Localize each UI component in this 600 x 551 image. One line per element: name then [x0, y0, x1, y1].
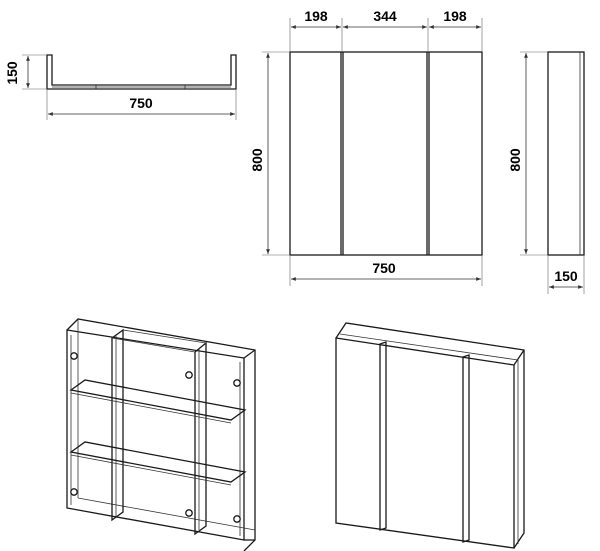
- hinge-icon: [70, 352, 78, 360]
- top-back-line: [122, 329, 207, 344]
- closed-isometric-view: [335, 322, 525, 549]
- top-depth-label: 150: [4, 61, 20, 85]
- hinge-icon: [233, 379, 241, 387]
- closed-top-edge: [513, 349, 525, 366]
- door-right-label: 198: [443, 8, 467, 24]
- hinge-icon: [185, 371, 193, 379]
- front-width-label: 750: [372, 260, 396, 276]
- top-view-outline: [46, 54, 237, 90]
- partition-left: [111, 328, 124, 522]
- front-height-label: 800: [249, 148, 265, 172]
- side-height-label: 800: [507, 148, 523, 172]
- shelf-lower-edge: [70, 454, 232, 486]
- closed-door-split-left: [379, 341, 387, 531]
- top-width-label: 750: [129, 95, 153, 111]
- shelf-lower: [69, 441, 247, 483]
- hinge-icon: [233, 515, 241, 523]
- closed-door-split-right: [462, 354, 470, 543]
- door-left-label: 198: [304, 8, 328, 24]
- shelf-upper-edge: [70, 392, 232, 424]
- side-view-outline: [547, 51, 585, 256]
- shelf-upper: [69, 379, 247, 421]
- back-frame: [66, 318, 256, 551]
- closed-top-inner-edge: [339, 333, 519, 361]
- frame-edge: [243, 349, 256, 359]
- top-front-line: [111, 337, 196, 353]
- partition-right: [194, 341, 207, 536]
- closed-front-face: [335, 337, 515, 549]
- door-center-label: 344: [373, 8, 397, 24]
- side-depth-label: 150: [554, 268, 578, 284]
- back-bottom-edge: [77, 497, 256, 531]
- interior-isometric-view: [66, 318, 256, 551]
- hinge-icon: [70, 488, 78, 496]
- top-view: 150 750: [4, 54, 237, 120]
- front-frame: [66, 329, 245, 541]
- hinge-icon: [185, 509, 193, 517]
- front-view-outline: [289, 51, 483, 256]
- side-view: 800 150: [507, 51, 585, 294]
- front-view: 198 344 198 800 750: [249, 8, 483, 286]
